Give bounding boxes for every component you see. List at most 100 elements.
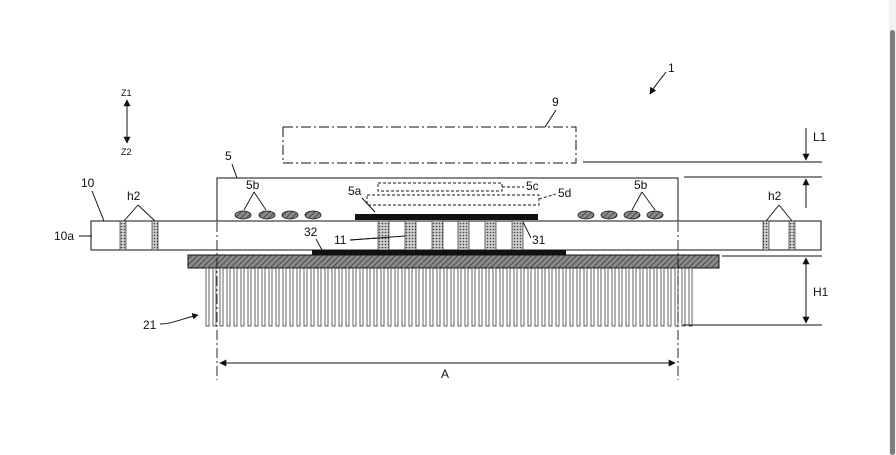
- fin: [541, 267, 546, 327]
- fin: [555, 267, 560, 327]
- fin: [373, 267, 378, 327]
- axis-z1-label: Z1: [121, 88, 132, 98]
- fin: [268, 267, 273, 327]
- fin: [471, 267, 476, 327]
- fin: [569, 267, 574, 327]
- fin: [457, 267, 462, 327]
- heat-sink-base: [187, 254, 720, 269]
- label-h2-left: h2: [127, 189, 141, 203]
- fin: [562, 267, 567, 327]
- fin: [660, 267, 665, 327]
- fin: [527, 267, 532, 327]
- fin: [583, 267, 588, 327]
- fin: [296, 267, 301, 327]
- fin: [639, 267, 644, 327]
- fin: [317, 267, 322, 327]
- fin: [618, 267, 623, 327]
- fin: [506, 267, 511, 327]
- fin: [576, 267, 581, 327]
- fin: [646, 267, 651, 327]
- label-L1: L1: [813, 130, 827, 144]
- fin: [366, 267, 371, 327]
- fin: [597, 267, 602, 327]
- fin: [485, 267, 490, 327]
- dimension-L1: L1: [583, 128, 827, 208]
- dimension-H1: H1: [683, 255, 829, 326]
- label-5b-left: 5b: [246, 178, 260, 192]
- label-5b-right: 5b: [634, 178, 648, 192]
- label-31: 31: [532, 233, 546, 247]
- fin: [359, 267, 364, 327]
- fin: [499, 267, 504, 327]
- fin: [303, 267, 308, 327]
- fin: [289, 267, 294, 327]
- label-11: 11: [334, 233, 347, 247]
- fin: [611, 267, 616, 327]
- fin: [254, 267, 259, 327]
- fin: [436, 267, 441, 327]
- label-5d: 5d: [558, 186, 571, 200]
- fin: [464, 267, 469, 327]
- fin: [520, 267, 525, 327]
- fin: [331, 267, 336, 327]
- dimension-A: A: [216, 222, 679, 381]
- label-A: A: [441, 367, 449, 381]
- fin: [534, 267, 539, 327]
- fin: [282, 267, 287, 327]
- vertical-scrollbar[interactable]: [889, 0, 896, 455]
- fin: [261, 267, 266, 327]
- fin: [653, 267, 658, 327]
- fin: [338, 267, 343, 327]
- fin: [450, 267, 455, 327]
- fin: [324, 267, 329, 327]
- fin: [226, 267, 231, 327]
- fin: [604, 267, 609, 327]
- interconnect-stack: 11 31 32: [304, 214, 566, 255]
- fin: [401, 267, 406, 327]
- label-5: 5: [225, 149, 232, 163]
- fin: [415, 267, 420, 327]
- fin: [429, 267, 434, 327]
- label-9: 9: [552, 95, 559, 109]
- fins-label: 21: [143, 313, 199, 332]
- label-h2-right: h2: [768, 189, 782, 203]
- fin: [247, 267, 252, 327]
- label-5a: 5a: [348, 184, 362, 198]
- fin: [240, 267, 245, 327]
- part-9: 9: [282, 95, 577, 164]
- heat-sink-fins: [205, 267, 693, 327]
- fin: [625, 267, 630, 327]
- fin: [492, 267, 497, 327]
- fin: [478, 267, 483, 327]
- axis-z2-label: Z2: [121, 147, 132, 157]
- fin: [275, 267, 280, 327]
- fin: [380, 267, 385, 327]
- fin: [513, 267, 518, 327]
- label-10: 10: [81, 176, 95, 190]
- fin: [443, 267, 448, 327]
- device-reference: 1: [649, 61, 675, 95]
- fin: [233, 267, 238, 327]
- scrollbar-thumb[interactable]: [890, 30, 895, 455]
- part-5b-pads: 5b 5b: [234, 178, 664, 220]
- fin: [548, 267, 553, 327]
- part-5: 5 5c 5d 5a: [216, 149, 679, 222]
- board-10: 10 10a h2 h2: [54, 176, 822, 251]
- fin: [205, 267, 210, 327]
- fin: [422, 267, 427, 327]
- fin: [387, 267, 392, 327]
- fin: [408, 267, 413, 327]
- label-1: 1: [668, 61, 675, 75]
- label-5c: 5c: [526, 179, 539, 193]
- fin: [212, 267, 217, 327]
- fin: [681, 267, 686, 327]
- label-10a: 10a: [54, 229, 74, 243]
- fin: [345, 267, 350, 327]
- fin: [394, 267, 399, 327]
- fin: [667, 267, 672, 327]
- fin: [352, 267, 357, 327]
- label-H1: H1: [813, 285, 829, 299]
- axis-indicator: Z1 Z2: [121, 88, 132, 157]
- fin: [219, 267, 224, 327]
